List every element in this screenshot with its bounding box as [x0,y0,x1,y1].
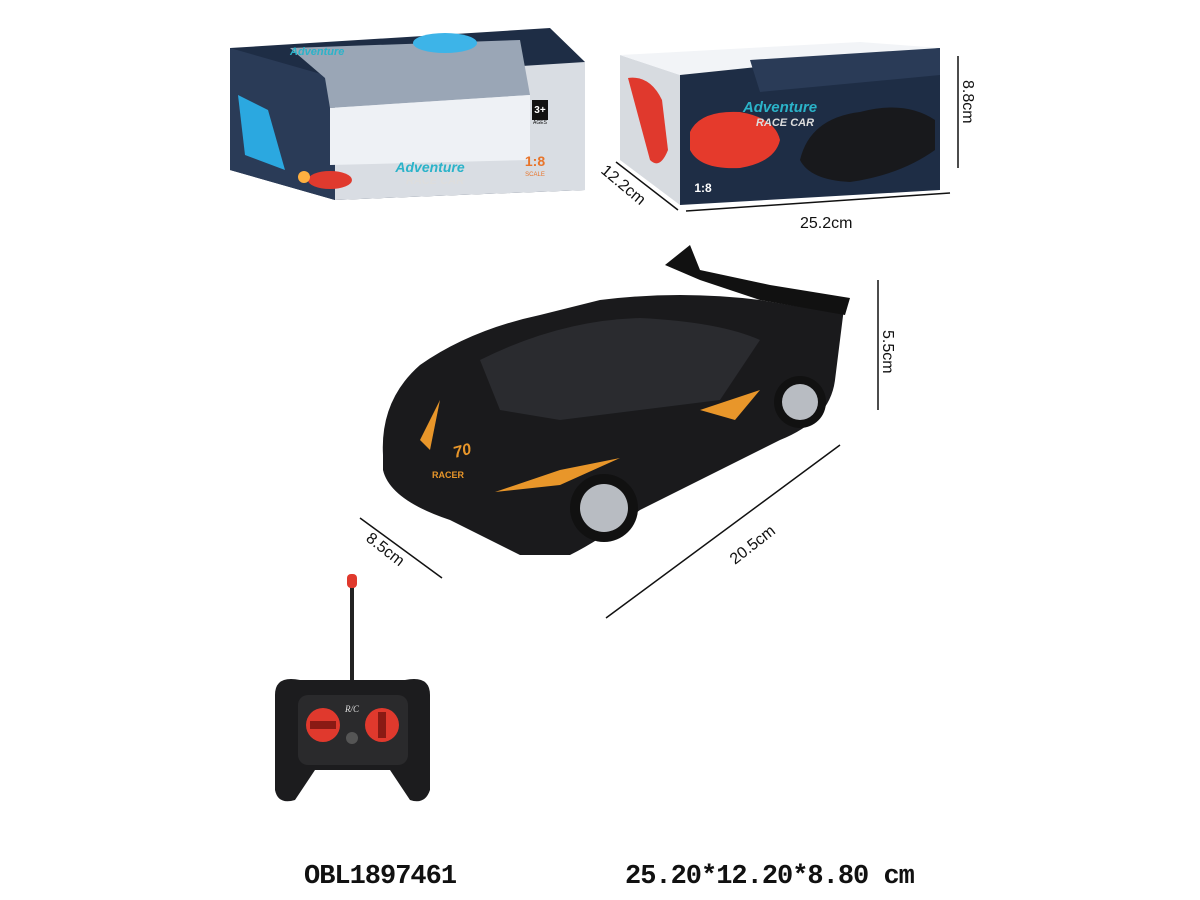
car-decal-number: 70 [452,441,474,462]
age-badge: 3+ [534,105,546,116]
car-height-label: 5.5cm [879,330,896,374]
rc-car: 70 RACER 5.5cm 8.5cm 20.5cm [359,245,896,619]
age-label: AGES [533,120,548,126]
remote-control: R/C [275,574,430,802]
side-scale-badge: 1:8 [694,181,712,195]
brand-subtitle: RACE CAR [406,175,464,187]
scale-label: SCALE [525,172,545,178]
item-code: OBL1897461 [304,862,457,892]
brand-title: Adventure [394,159,464,175]
side-brand-subtitle: RACE CAR [756,117,814,129]
brand-title-top: Adventure [289,46,344,58]
car-decal-text: RACER [432,470,465,480]
car-length-label: 20.5cm [727,522,779,568]
box-length-label: 25.2cm [800,215,852,232]
scale-badge: 1:8 [525,153,545,169]
box-side-view: Adventure RACE CAR 1:8 8.8cm 25.2cm 12.2… [597,42,976,232]
side-brand-title: Adventure [742,99,817,116]
remote-label: R/C [344,704,360,714]
box-front-view: 3+ AGES 1:8 SCALE Adventure RACE CAR Adv… [230,28,585,200]
box-height-label: 8.8cm [959,80,976,124]
package-size: 25.20*12.20*8.80 cm [625,862,915,892]
